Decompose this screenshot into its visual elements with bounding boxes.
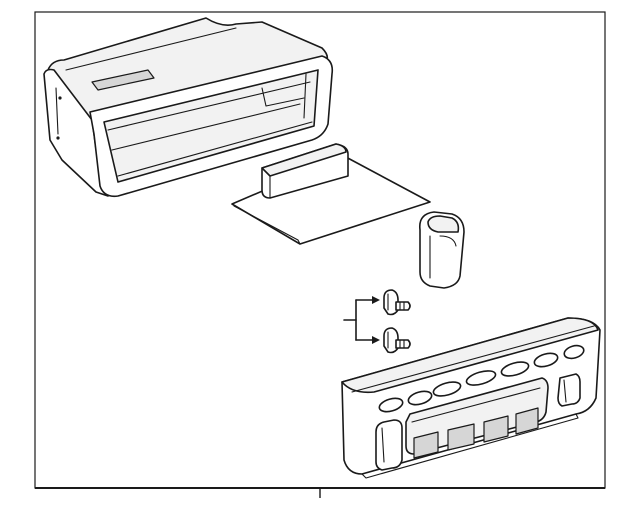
storage-box	[43, 17, 334, 198]
retainer-clip	[418, 211, 465, 289]
control-panel	[341, 317, 601, 479]
cushion-pad	[261, 143, 349, 199]
fastener-callout	[343, 296, 380, 344]
screw-lower	[383, 327, 411, 354]
screw-upper	[383, 289, 411, 316]
